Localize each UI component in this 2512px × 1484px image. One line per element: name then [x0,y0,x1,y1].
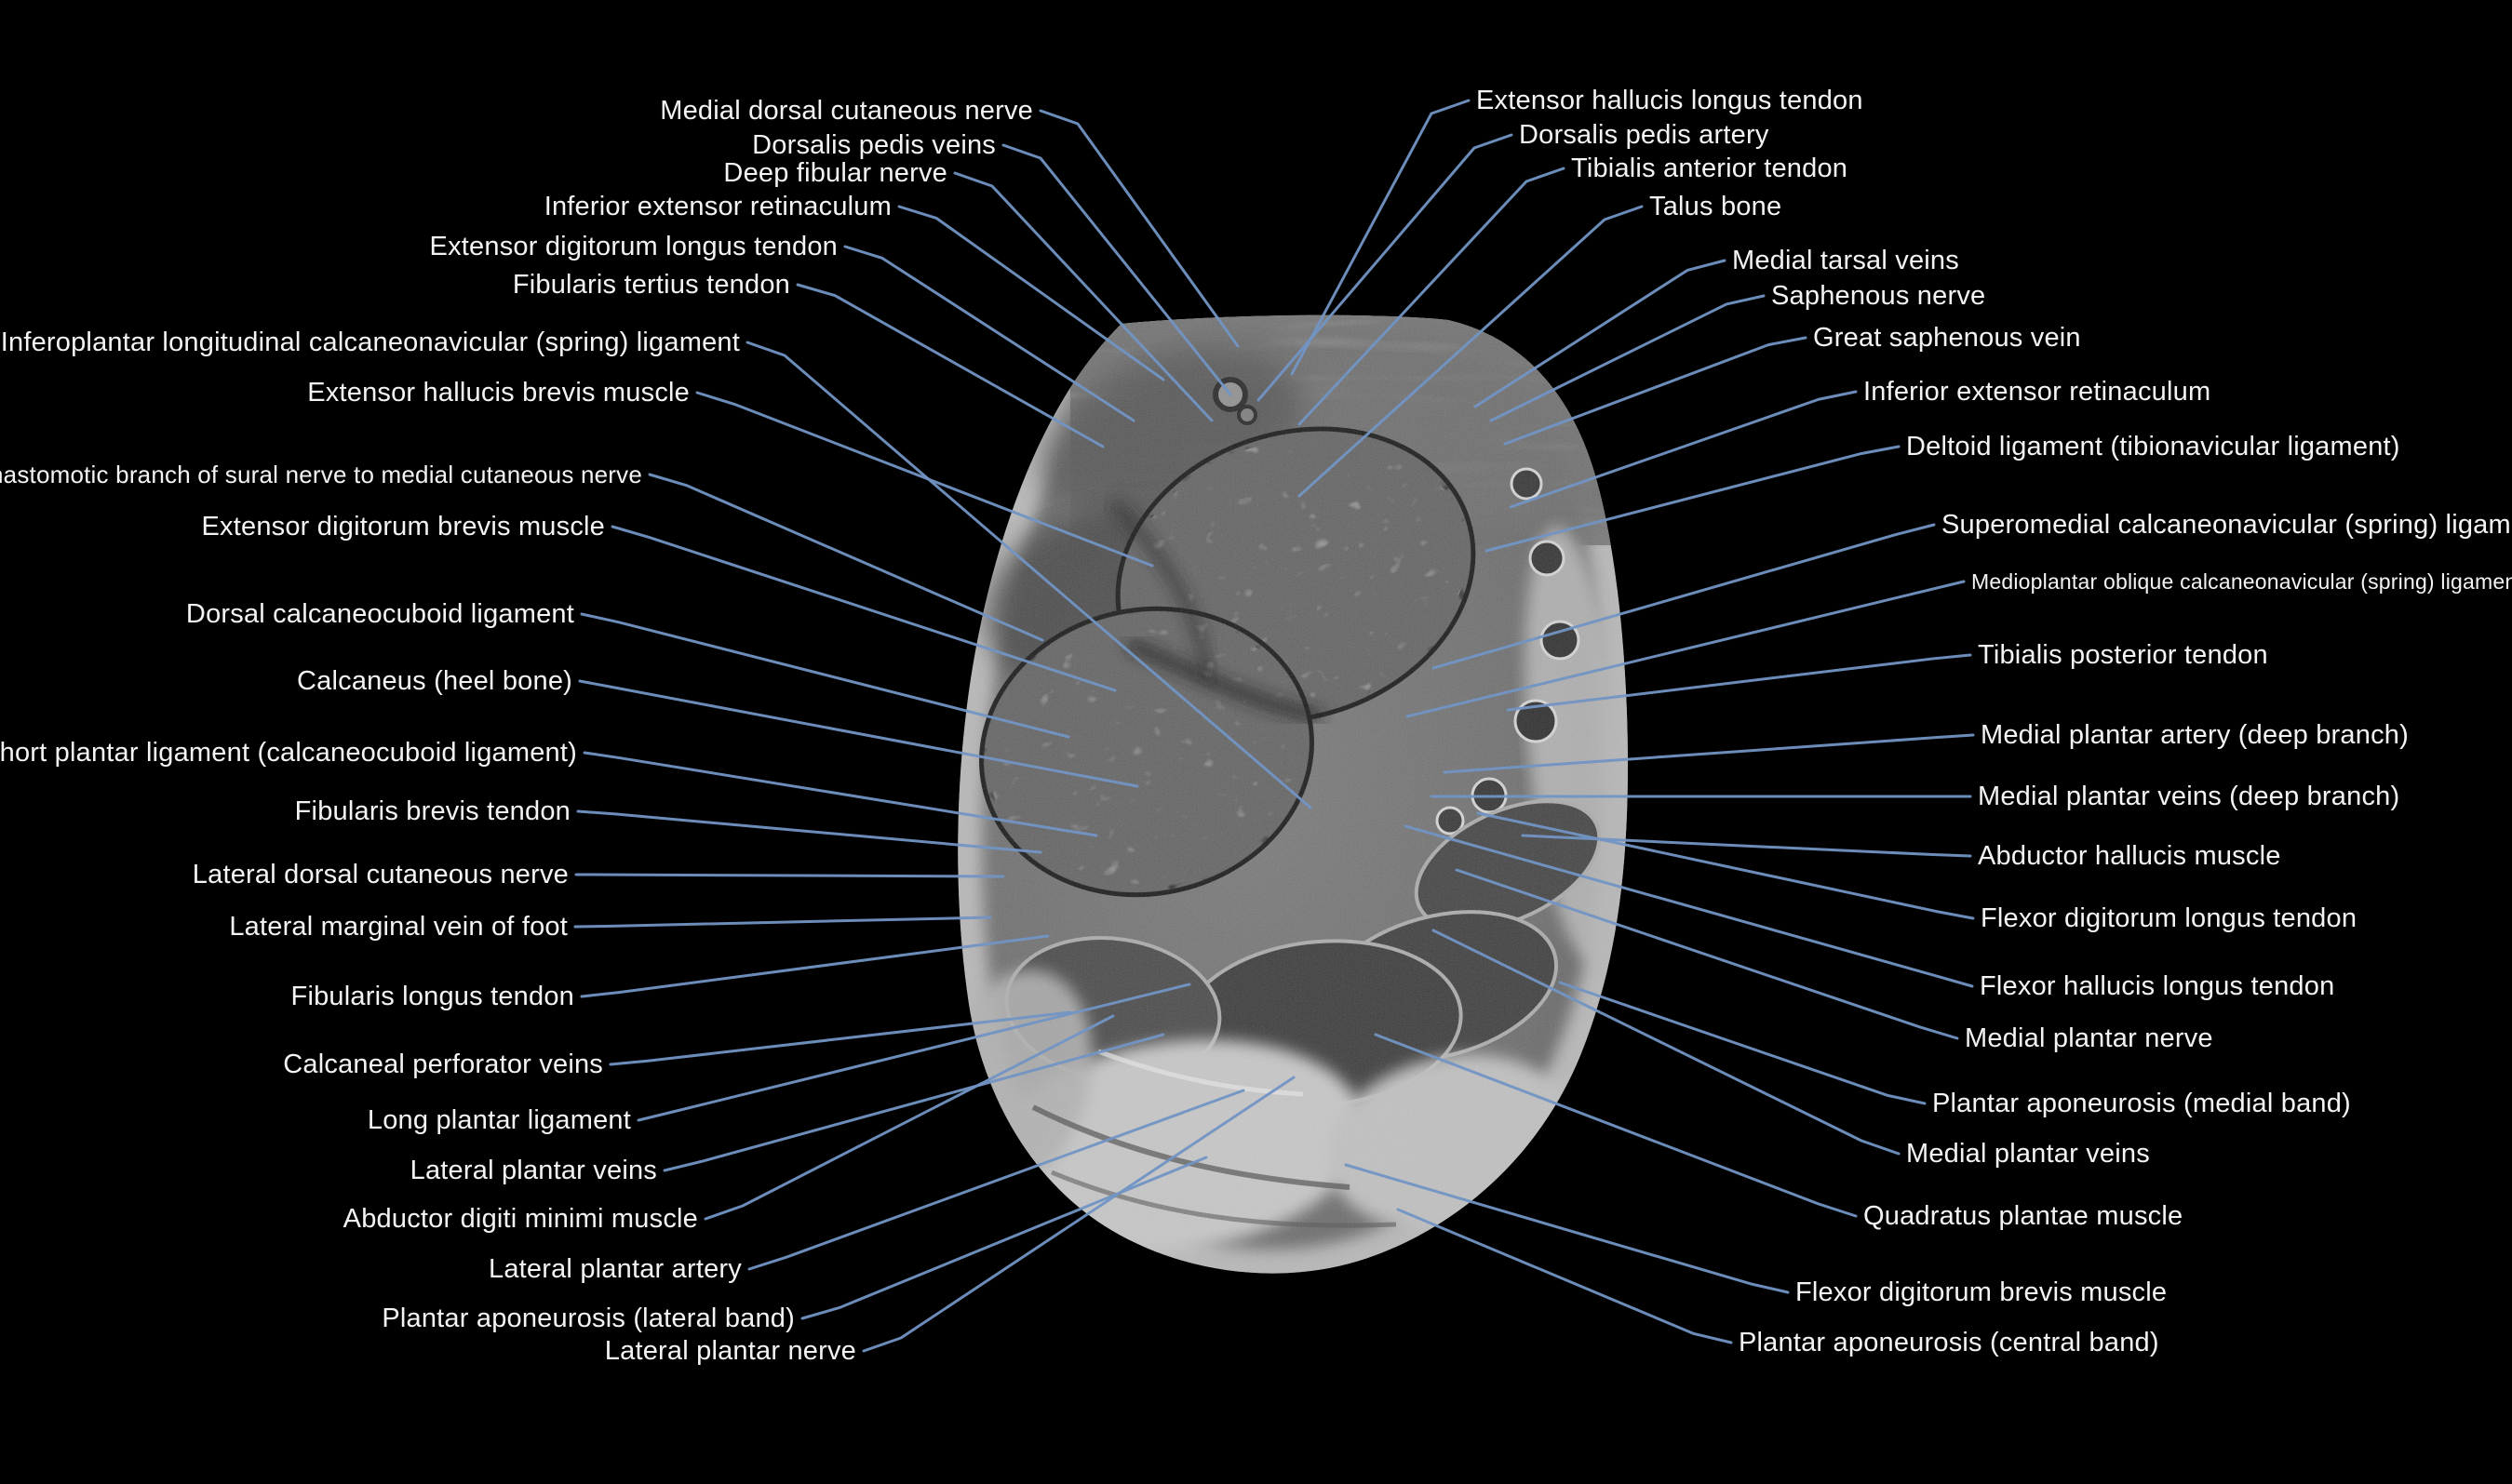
anatomy-label: Abductor digiti minimi muscle [343,1204,698,1234]
anatomy-label: Fibularis brevis tendon [294,796,571,826]
anatomy-label: Dorsal calcaneocuboid ligament [185,599,574,629]
anatomy-label: Inferoplantar longitudinal calcaneonavic… [0,328,740,357]
leader-line [1431,929,1901,1156]
anatomy-label: Calcaneal perforator veins [283,1049,603,1079]
anatomy-label: Extensor hallucis brevis muscle [307,378,690,408]
leader-line [1473,259,1726,408]
leader-line [578,679,1139,788]
leader-line [1443,733,1975,774]
anatomy-label: Flexor hallucis longus tendon [1980,971,2335,1001]
anatomy-label: Calcaneus (heel bone) [297,666,572,696]
anatomy-label: Superomedial calcaneonavicular (spring) … [1941,510,2512,540]
anatomy-label: Lateral plantar veins [410,1156,657,1185]
anatomy-label: Anastomotic branch of sural nerve to med… [0,461,642,488]
leader-line [1476,811,1975,920]
leader-line [611,525,1117,692]
leader-line [695,391,1154,568]
leader-line [1374,1033,1858,1218]
anatomy-label: Plantar aponeurosis (central band) [1739,1328,2159,1357]
leader-line [1396,1208,1733,1344]
anatomy-label: Inferior extensor retinaculum [1863,377,2211,407]
anatomy-label: Short plantar ligament (calcaneocuboid l… [0,738,577,768]
anatomy-label: Medial plantar artery (deep branch) [1981,720,2409,750]
leader-line [1001,143,1232,396]
leader-line [1290,99,1471,376]
leader-line [580,612,1070,739]
leader-line [1256,133,1513,402]
anatomy-label: Medial tarsal veins [1732,246,1959,275]
leader-line [747,1089,1245,1271]
leader-line [1431,523,1936,670]
anatomy-label: Lateral marginal vein of foot [229,912,568,942]
leader-line [1506,653,1972,712]
anatomy-label: Lateral plantar nerve [604,1336,856,1366]
anatomy-label: Medial dorsal cutaneous nerve [660,96,1033,126]
leader-line [1558,981,1927,1105]
leader-line [862,1076,1296,1353]
leader-line [1404,824,1974,988]
anatomy-label: Saphenous nerve [1771,281,1986,311]
anatomy-label: Fibularis tertius tendon [512,270,790,300]
leader-line [746,341,1312,809]
anatomy-label: Long plantar ligament [367,1105,631,1135]
anatomy-label: Extensor digitorum longus tendon [429,232,838,261]
leader-line [637,983,1191,1122]
anatomy-label: Dorsalis pedis artery [1519,120,1769,150]
anatomy-label: Tibialis posterior tendon [1978,640,2268,670]
anatomy-label: Deep fibular nerve [723,158,947,188]
anatomy-label: Dorsalis pedis veins [752,130,996,160]
leader-line [843,245,1135,422]
leader-line [580,934,1050,998]
anatomy-label: Deltoid ligament (tibionavicular ligamen… [1906,432,2400,461]
anatomy-label: Fibularis longus tendon [290,982,574,1011]
leader-line [1484,445,1901,553]
anatomy-label: Medial plantar nerve [1965,1023,2213,1053]
leader-line [648,473,1044,642]
anatomy-label: Lateral dorsal cutaneous nerve [192,860,569,889]
anatomy-label: Quadratus plantae muscle [1863,1201,2183,1231]
anatomy-label: Plantar aponeurosis (lateral band) [382,1304,795,1333]
anatomy-label: Medial plantar veins [1906,1139,2150,1169]
leader-line [897,205,1165,381]
anatomy-label: Lateral plantar artery [489,1254,742,1284]
leader-line [1297,167,1565,426]
leader-line [609,1010,1072,1066]
leader-line [573,916,992,929]
leader-line [1297,205,1644,498]
leader-line [1405,580,1966,718]
anatomy-label: Inferior extensor retinaculum [544,192,892,221]
leader-line [1344,1163,1790,1294]
leader-line [953,171,1214,422]
leader-lines-layer [573,99,1975,1353]
mri-noise-overlay [958,314,1628,1274]
anatomy-label: Flexor digitorum longus tendon [1981,903,2358,933]
leader-line [1489,294,1766,422]
leader-line [1509,390,1858,509]
anatomy-label: Extensor digitorum brevis muscle [201,512,605,541]
anatomy-label: Medial plantar veins (deep branch) [1978,782,2400,811]
anatomy-label: Flexor digitorum brevis muscle [1795,1277,2168,1307]
leader-line [1455,868,1959,1040]
leader-line [576,809,1042,854]
anatomy-label: Tibialis anterior tendon [1571,154,1848,183]
anatomy-label: Abductor hallucis muscle [1978,841,2281,871]
leader-line [574,873,1005,878]
anatomy-label: Medioplantar oblique calcaneonavicular (… [1971,569,2512,594]
leader-line [800,1156,1208,1320]
anatomy-label: Extensor hallucis longus tendon [1476,86,1863,115]
anatomy-label: Talus bone [1649,192,1782,221]
leader-line [1039,109,1240,348]
leader-line [1503,336,1807,446]
anatomy-label: Plantar aponeurosis (medial band) [1932,1089,2351,1118]
leader-line [583,751,1098,837]
anatomy-label: Great saphenous vein [1813,323,2081,353]
leader-line [663,1033,1165,1172]
leader-line [704,1014,1115,1221]
leader-line [796,283,1105,448]
leader-line [1521,834,1972,858]
